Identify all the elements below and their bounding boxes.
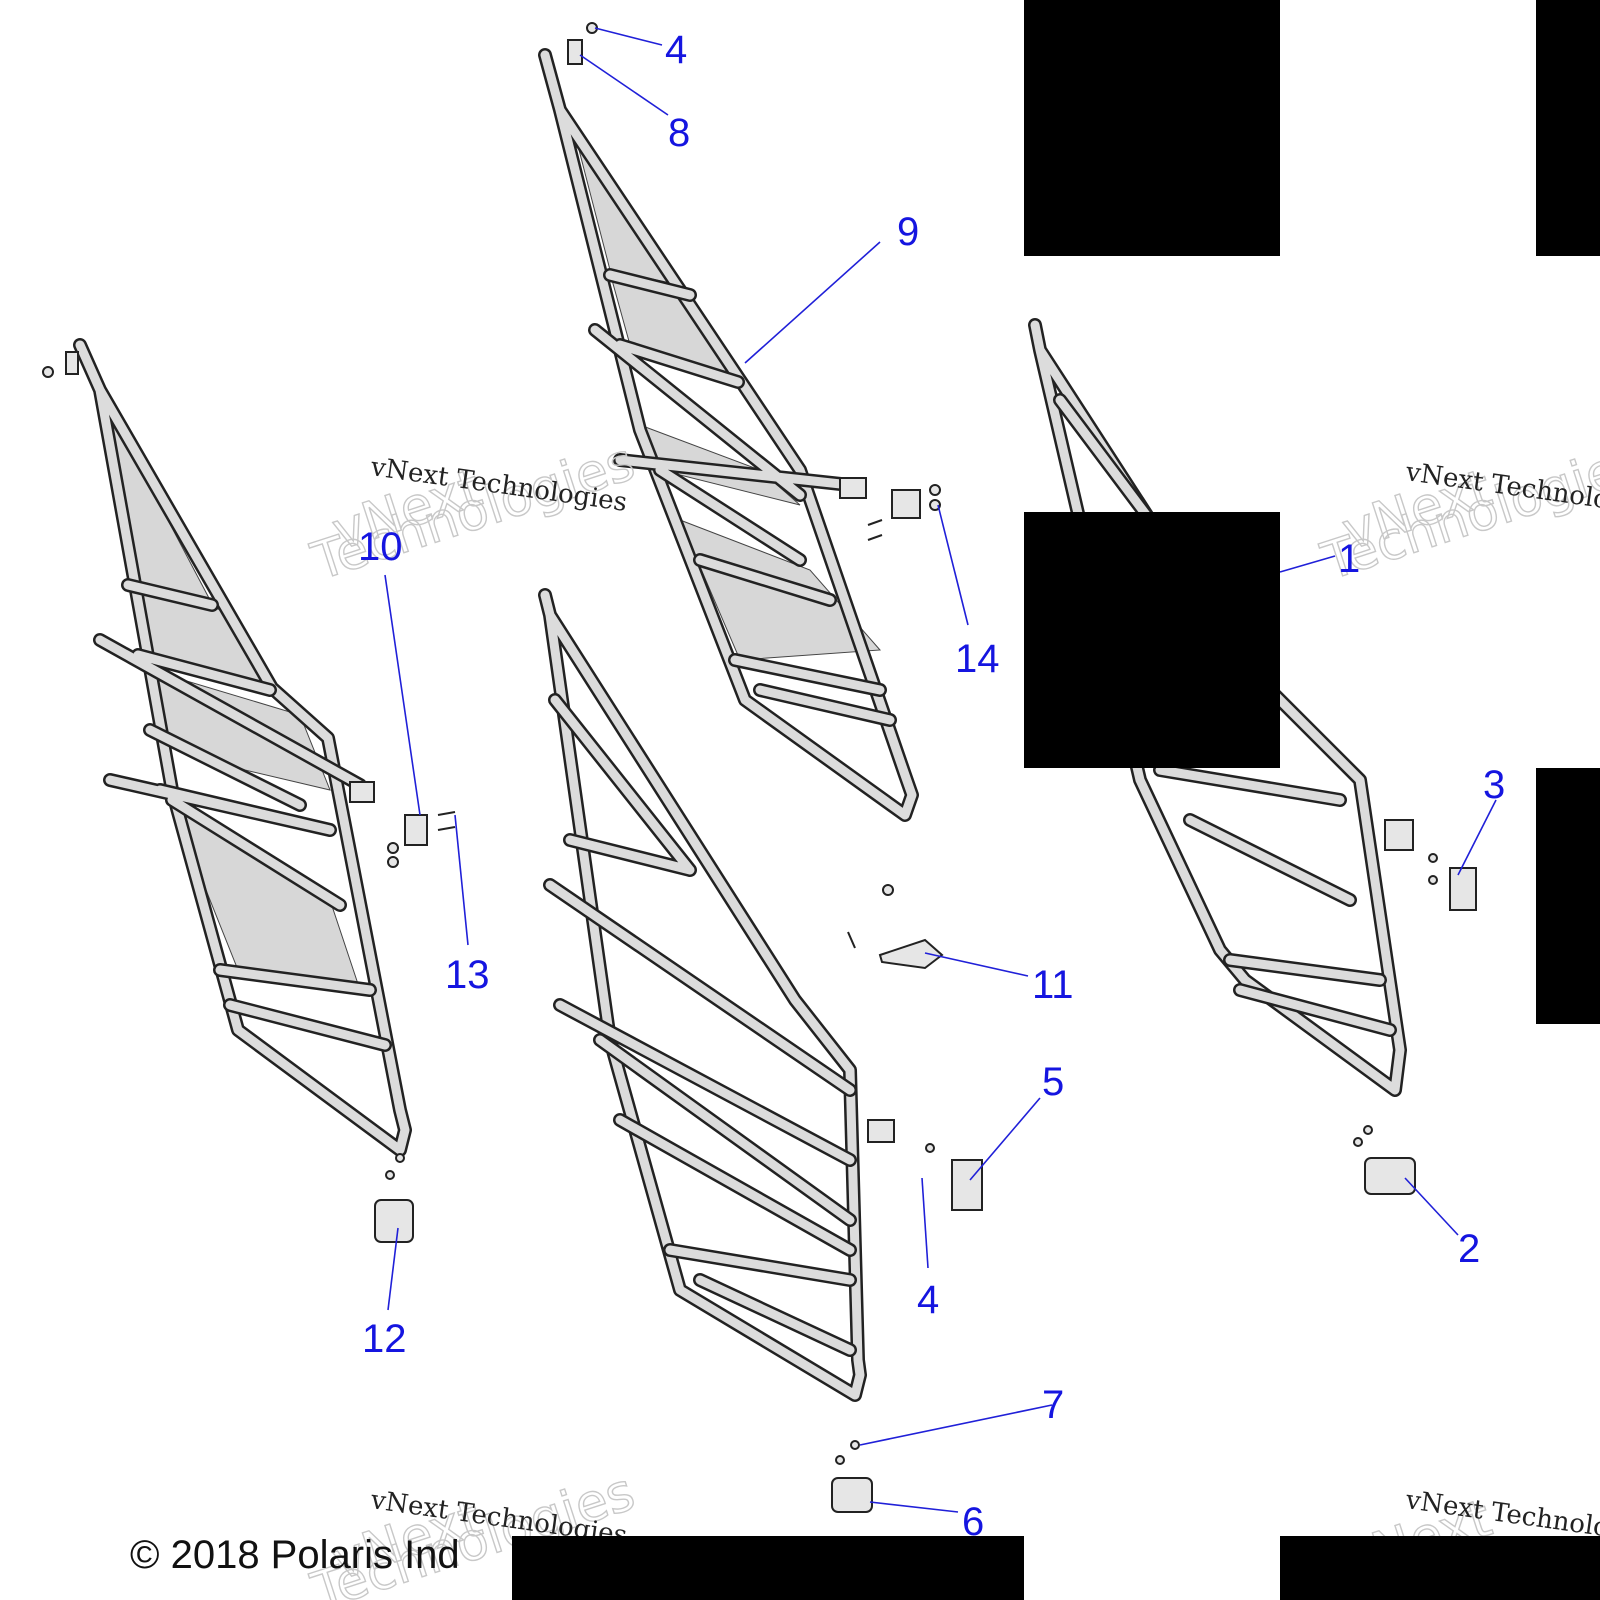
callout-10: 10 bbox=[358, 525, 403, 569]
hinge-plate-icon bbox=[65, 351, 79, 375]
bolt-icon bbox=[1353, 1137, 1363, 1147]
door-frame-right bbox=[1028, 318, 1477, 1195]
bolt-icon bbox=[1428, 875, 1438, 885]
screw-icon bbox=[867, 519, 883, 526]
callout-2: 2 bbox=[1458, 1227, 1480, 1271]
screw-icon bbox=[437, 811, 456, 816]
door-frame-upper bbox=[538, 22, 941, 822]
bolt-icon bbox=[42, 366, 54, 378]
leader-line-5 bbox=[969, 1097, 1041, 1181]
striker-plate-icon bbox=[951, 1159, 983, 1211]
leader-line-11 bbox=[924, 952, 1029, 977]
nut-icon bbox=[387, 856, 399, 868]
watermark-upper-left: vNext Technologies vNext Technologies bbox=[304, 431, 643, 593]
leader-line-4-bottom bbox=[921, 1177, 929, 1269]
screw-icon bbox=[867, 534, 883, 541]
redaction-blocks bbox=[512, 0, 1600, 1600]
door-frame-left bbox=[42, 338, 456, 1243]
leader-line-2 bbox=[1404, 1177, 1459, 1236]
lower-hinge-icon bbox=[1364, 1157, 1416, 1195]
screw-icon bbox=[437, 826, 456, 831]
leader-line-13 bbox=[454, 814, 469, 946]
leader-line-10 bbox=[384, 574, 421, 816]
redaction-block bbox=[1024, 512, 1280, 768]
screw-icon bbox=[847, 931, 856, 949]
callout-labels: 4 8 9 10 13 14 1 3 11 5 4 2 12 7 6 bbox=[358, 28, 1505, 1544]
latch-rod-end-icon bbox=[349, 781, 375, 803]
redaction-block bbox=[1536, 0, 1600, 256]
callout-11: 11 bbox=[1032, 963, 1074, 1007]
leader-line-9 bbox=[744, 241, 881, 364]
callout-6: 6 bbox=[962, 1500, 984, 1544]
nut-icon bbox=[929, 484, 941, 496]
leader-line-3 bbox=[1457, 799, 1497, 876]
callout-13: 13 bbox=[445, 953, 490, 997]
latch-rod-end-icon bbox=[839, 477, 867, 499]
hinge-bracket-icon bbox=[404, 814, 428, 846]
callout-4-top: 4 bbox=[665, 28, 687, 72]
bolt-icon bbox=[395, 1153, 405, 1163]
redaction-block bbox=[1024, 0, 1280, 256]
redaction-block bbox=[512, 1536, 1024, 1600]
redaction-block bbox=[1280, 1536, 1600, 1600]
callout-3: 3 bbox=[1483, 763, 1505, 807]
hinge-bracket-icon bbox=[891, 489, 921, 519]
leader-line-7 bbox=[859, 1404, 1053, 1446]
latch-rod-end-icon bbox=[1384, 819, 1414, 851]
bolt-icon bbox=[925, 1143, 935, 1153]
bolt-icon bbox=[882, 884, 894, 896]
callout-14: 14 bbox=[955, 637, 1000, 681]
nut-icon bbox=[387, 842, 399, 854]
lower-hinge-icon bbox=[374, 1199, 414, 1243]
callout-8: 8 bbox=[668, 111, 690, 155]
callout-4-bottom: 4 bbox=[917, 1278, 939, 1322]
bolt-icon bbox=[1428, 853, 1438, 863]
callout-1: 1 bbox=[1338, 537, 1360, 581]
leader-line-14 bbox=[937, 504, 969, 626]
center-hardware bbox=[847, 884, 944, 970]
copyright-text: © 2018 Polaris Ind bbox=[130, 1533, 460, 1577]
striker-plate-icon bbox=[1449, 867, 1477, 911]
door-frame-lower bbox=[538, 588, 983, 1513]
leader-line-1 bbox=[1279, 555, 1336, 573]
lower-hinge-icon bbox=[831, 1477, 873, 1513]
redaction-block bbox=[1536, 768, 1600, 1024]
bolt-icon bbox=[1363, 1125, 1373, 1135]
callout-9: 9 bbox=[897, 210, 919, 254]
latch-bracket-icon bbox=[878, 938, 944, 970]
leader-lines bbox=[384, 27, 1497, 1513]
latch-rod-end-icon bbox=[867, 1119, 895, 1143]
callout-5: 5 bbox=[1042, 1060, 1064, 1104]
bolt-icon bbox=[850, 1440, 860, 1450]
callout-12: 12 bbox=[362, 1317, 407, 1361]
bolt-icon bbox=[835, 1455, 845, 1465]
leader-line-8 bbox=[579, 54, 669, 116]
leader-line-12 bbox=[387, 1227, 399, 1311]
leader-line-4-top bbox=[594, 27, 663, 46]
leader-line-6 bbox=[869, 1501, 959, 1513]
callout-7: 7 bbox=[1042, 1383, 1064, 1427]
bolt-icon bbox=[385, 1170, 395, 1180]
nut-icon bbox=[929, 499, 941, 511]
hinge-plate-icon bbox=[567, 39, 583, 65]
